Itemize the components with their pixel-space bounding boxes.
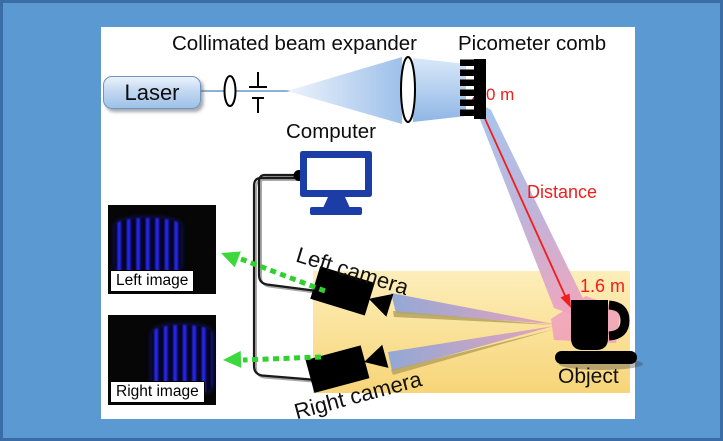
origin-distance-label: 0 m — [486, 85, 515, 104]
saucer — [555, 351, 637, 364]
laser-box: Laser — [103, 76, 201, 109]
left-captured-image: Left image — [108, 205, 216, 294]
expander-lens-icon — [400, 56, 416, 123]
beam-expander-label: Collimated beam expander — [172, 32, 417, 55]
right-camera-icon — [305, 344, 389, 393]
computer-monitor-icon — [300, 151, 372, 215]
left-camera-cable — [257, 173, 322, 293]
pinhole-icon — [249, 72, 267, 113]
left-image-signal-arrow — [221, 251, 326, 294]
right-camera-view-edge — [391, 329, 555, 375]
collimated-beam — [413, 58, 466, 122]
range-label: 1.6 m — [580, 276, 626, 296]
collimating-lens-icon — [223, 75, 237, 107]
picometer-comb-label: Picometer comb — [458, 32, 607, 55]
right-captured-image: Right image — [108, 315, 216, 405]
distance-label: Distance — [527, 182, 598, 202]
right-image-signal-arrow — [223, 350, 322, 368]
left-camera-icon — [310, 266, 394, 317]
left-camera-view-beam — [391, 293, 554, 324]
left-image-label: Left image — [110, 270, 195, 292]
camera-cables — [252, 170, 324, 383]
left-camera-view-edge — [393, 311, 554, 325]
right-camera-cable — [252, 176, 318, 382]
expanding-beam — [287, 57, 402, 124]
laser-label: Laser — [124, 79, 180, 105]
comb-projection-beam — [472, 99, 595, 323]
left-fringe-pattern — [115, 218, 181, 273]
cup-body — [571, 300, 608, 350]
right-camera-view-beam — [388, 326, 554, 371]
object-cup-icon — [555, 300, 643, 370]
right-image-label: Right image — [110, 381, 205, 403]
object-label: Object — [558, 365, 619, 388]
computer-label: Computer — [286, 120, 377, 143]
cup-handle — [608, 300, 630, 341]
right-fringe-pattern — [152, 325, 212, 392]
optical-setup-scene — [200, 56, 643, 393]
picometer-comb-icon — [460, 59, 486, 119]
